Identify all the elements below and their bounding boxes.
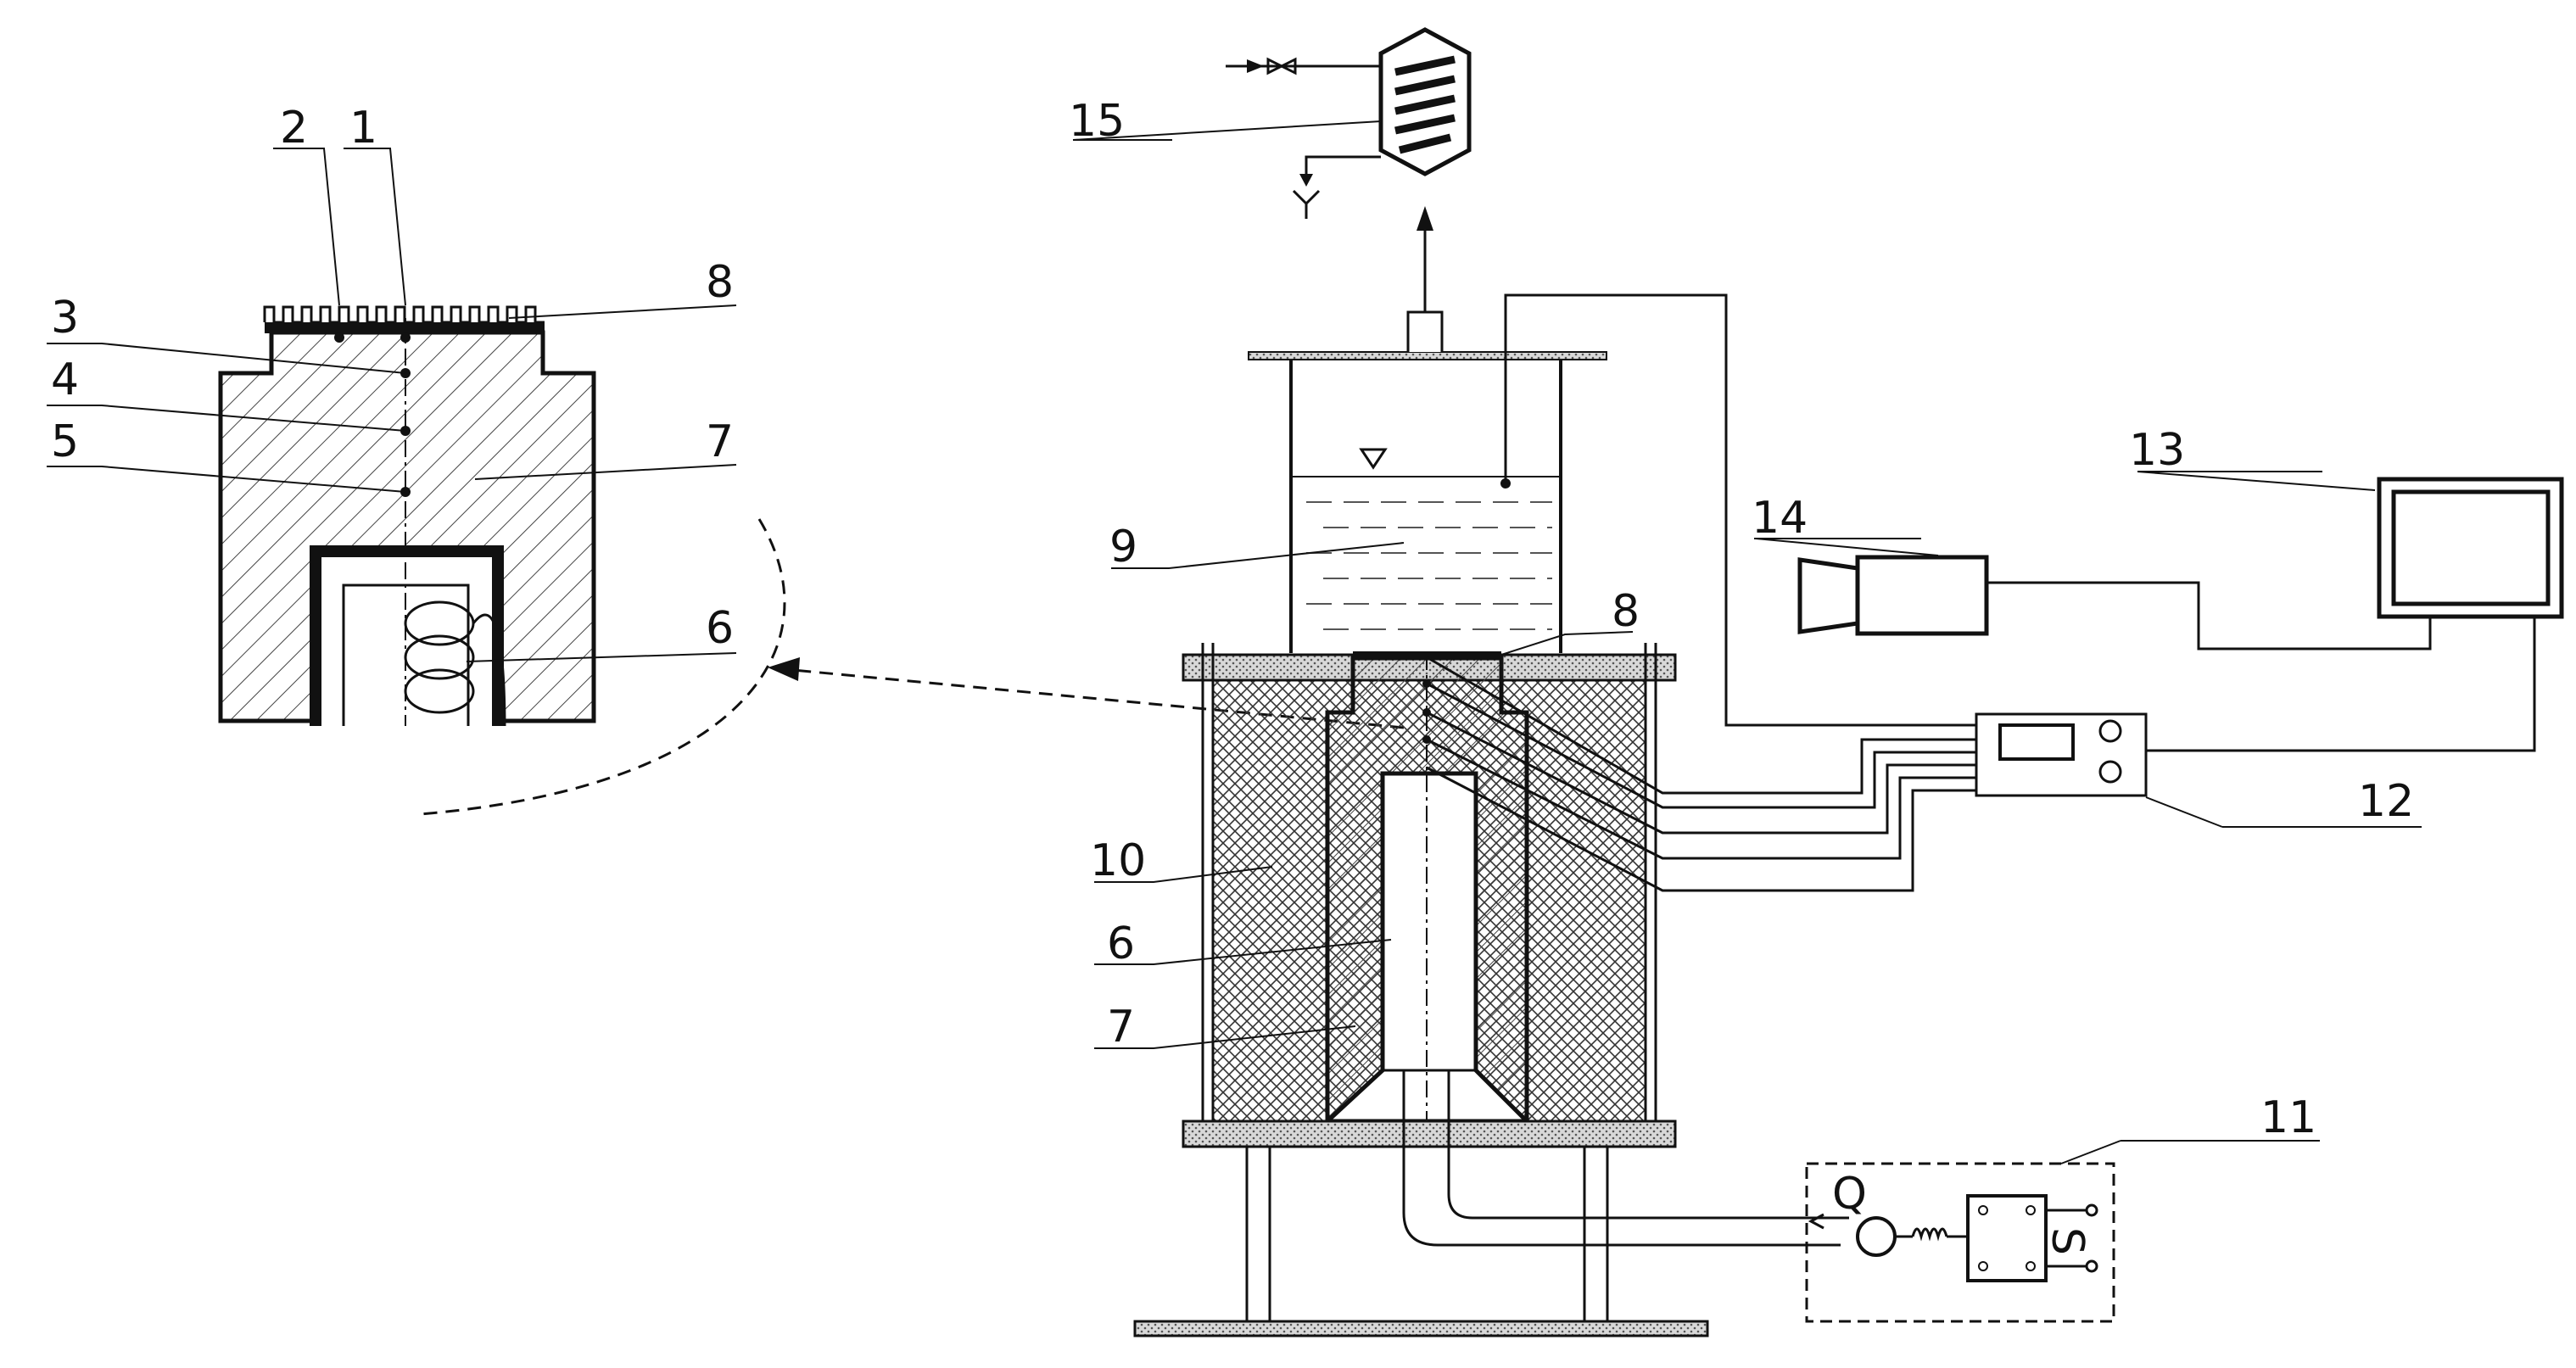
label-8: 8 bbox=[1612, 586, 1640, 637]
data-logger-display bbox=[1998, 723, 2075, 761]
data-acquisition-unit bbox=[1975, 617, 2536, 828]
top-cover-flange bbox=[1248, 351, 1607, 360]
wattmeter bbox=[1856, 1216, 1897, 1257]
data-logger-knob-top bbox=[2098, 719, 2122, 743]
data-logger-knob-bottom bbox=[2098, 760, 2122, 784]
voltage-regulator bbox=[1966, 1194, 2048, 1282]
detail-pointer-arrow bbox=[768, 657, 1405, 729]
detail-number-labels: 2 1 8 3 4 5 7 6 bbox=[51, 103, 734, 654]
liquid-level-symbol bbox=[1359, 448, 1388, 470]
condenser-coil bbox=[1394, 55, 1456, 154]
power-supply-unit: Q S bbox=[1805, 1140, 2320, 1323]
bottom-flange bbox=[1182, 1120, 1677, 1148]
label-14: 14 bbox=[1752, 493, 1808, 544]
wattmeter-label: Q bbox=[1832, 1169, 1867, 1220]
base-plate bbox=[1133, 1320, 1709, 1337]
label-detail-7: 7 bbox=[706, 416, 734, 467]
detail-magnifier-arc bbox=[419, 518, 786, 816]
heater-power-leads bbox=[1402, 1070, 1849, 1247]
label-detail-5: 5 bbox=[51, 416, 79, 467]
switch-label: S bbox=[2042, 1227, 2093, 1255]
computer-monitor bbox=[2137, 471, 2564, 619]
inlet-valve bbox=[1266, 57, 1297, 75]
thermocouple-wires bbox=[1426, 656, 1976, 892]
label-13: 13 bbox=[2129, 425, 2185, 476]
label-detail-8: 8 bbox=[706, 257, 734, 308]
liquid-thermocouple-wire bbox=[1504, 293, 1976, 727]
label-detail-6: 6 bbox=[706, 603, 734, 654]
detail-view: 2 1 8 3 4 5 7 6 bbox=[47, 103, 786, 816]
coil-resistor bbox=[1911, 1227, 1948, 1242]
detail-leader-lines bbox=[47, 148, 737, 662]
power-supply-enclosure bbox=[1805, 1162, 2115, 1323]
label-10: 10 bbox=[1090, 835, 1146, 886]
label-detail-2: 2 bbox=[280, 103, 308, 154]
mains-terminal-top bbox=[2085, 1203, 2098, 1217]
block-thermocouple-points bbox=[1422, 679, 1431, 744]
detail-microfin-surface bbox=[263, 305, 545, 324]
main-apparatus bbox=[1133, 206, 1976, 1337]
mains-terminal-bottom bbox=[2085, 1259, 2098, 1273]
label-7: 7 bbox=[1107, 1002, 1135, 1053]
label-11: 11 bbox=[2260, 1092, 2316, 1143]
label-detail-4: 4 bbox=[51, 355, 79, 405]
high-speed-camera bbox=[1754, 538, 2432, 650]
label-12: 12 bbox=[2358, 776, 2414, 827]
main-number-labels: 15 9 8 10 6 7 14 13 12 11 bbox=[1069, 96, 2414, 1143]
label-detail-1: 1 bbox=[349, 103, 377, 154]
label-detail-3: 3 bbox=[51, 293, 79, 343]
vapor-outlet bbox=[1406, 310, 1444, 352]
main-leader-lines bbox=[1094, 542, 1634, 1049]
condenser bbox=[1072, 27, 1472, 219]
liquid-pool bbox=[1306, 501, 1552, 630]
label-9: 9 bbox=[1109, 522, 1137, 572]
label-15: 15 bbox=[1069, 96, 1125, 147]
label-6: 6 bbox=[1107, 919, 1135, 969]
coolant-outlet-symbol bbox=[1292, 189, 1321, 219]
